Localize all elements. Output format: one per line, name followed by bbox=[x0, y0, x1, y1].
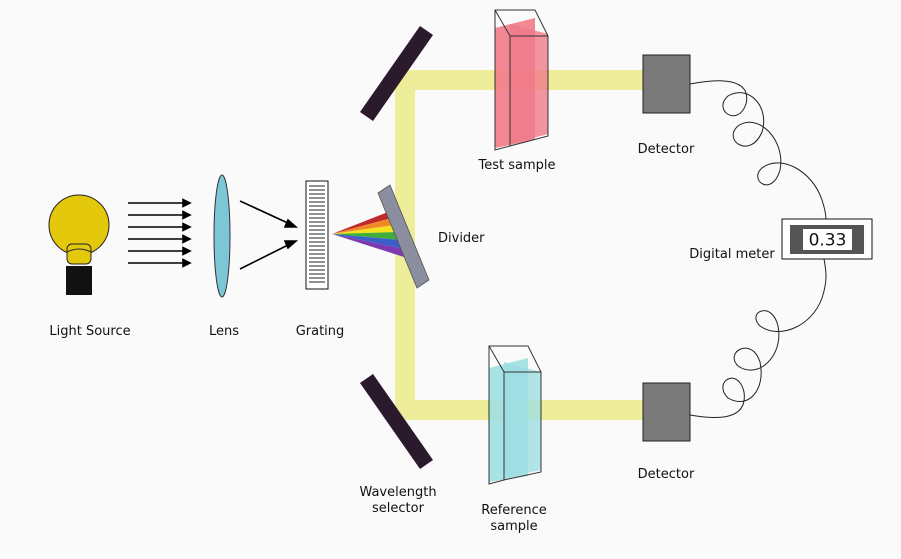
label-digital-meter: Digital meter bbox=[689, 247, 775, 262]
label-lens: Lens bbox=[209, 324, 239, 339]
prism-spectrum-icon bbox=[332, 212, 407, 258]
divider-icon bbox=[377, 184, 430, 289]
label-reference-sample-line2: sample bbox=[490, 519, 537, 534]
lens-icon bbox=[213, 174, 231, 298]
label-reference-sample-line1: Reference bbox=[481, 503, 546, 518]
parallel-rays-icon bbox=[128, 198, 192, 268]
label-wavelength-selector-line1: Wavelength bbox=[359, 485, 436, 500]
label-test-sample: Test sample bbox=[478, 158, 556, 173]
reference-sample-cuvette-icon bbox=[488, 345, 542, 485]
label-detector-bottom: Detector bbox=[638, 467, 695, 482]
detector-bottom-icon bbox=[642, 382, 691, 442]
label-divider: Divider bbox=[438, 231, 485, 246]
wire-bottom bbox=[689, 258, 827, 419]
mirror-bottom-icon bbox=[360, 374, 433, 469]
label-grating: Grating bbox=[296, 324, 345, 339]
label-wavelength-selector-line2: selector bbox=[372, 501, 425, 516]
test-sample-cuvette-icon bbox=[494, 9, 549, 151]
light-bulb-icon bbox=[48, 194, 110, 295]
label-detector-top: Detector bbox=[638, 142, 695, 157]
label-light-source: Light Source bbox=[49, 324, 130, 339]
wire-top bbox=[689, 80, 827, 232]
detector-top-icon bbox=[642, 54, 691, 114]
meter-reading: 0.33 bbox=[809, 231, 847, 251]
digital-meter-icon: 0.33 bbox=[781, 218, 873, 260]
grating-icon bbox=[305, 180, 329, 290]
converging-rays-icon bbox=[239, 200, 299, 270]
mirror-top-icon bbox=[360, 26, 433, 121]
